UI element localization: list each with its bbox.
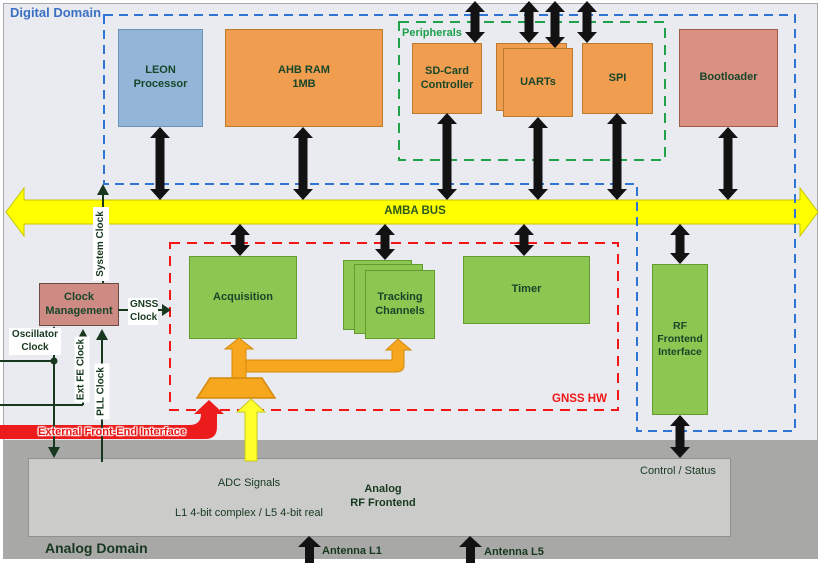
amba-bus-arrow [5,186,819,238]
antenna-l5-arrow [459,536,482,563]
clock-management-label: Clock Management [45,290,113,317]
adc-signals-arrow [235,398,267,462]
digital-domain-outline [103,14,796,432]
analog-domain-label: Analog Domain [45,540,148,556]
clock-management-block: Clock Management [39,283,119,326]
black-double-arrow [718,127,738,200]
tracking-channels-label: Tracking Channels [375,290,425,317]
black-double-arrow [528,117,548,200]
oscillator-clock-label: Oscillator Clock [9,328,61,355]
ext-fe-clock-label: Ext FE Clock [74,336,90,403]
black-double-arrow [150,127,170,200]
adc-signals-line1: ADC Signals [217,477,281,489]
digital-domain-label: Digital Domain [10,5,102,20]
rf-frontend-interface-label: RF Frontend Interface [657,319,703,359]
funnel-to-acquisition-arrow [223,337,255,379]
gnss-clock-label: GNSS Clock [128,298,158,325]
sd-card-controller-label: SD-Card Controller [420,64,474,91]
gnss-hw-group-outline [169,242,619,411]
antenna-l5-label: Antenna L5 [484,546,544,558]
timer-block: Timer [463,256,590,324]
black-double-arrow [465,1,485,43]
adc-signals-label: ADC Signals L1 4-bit complex / L5 4-bit … [129,461,369,521]
black-double-arrow [670,224,690,264]
black-double-arrow [437,113,457,200]
black-double-arrow [514,224,534,256]
oscillator-junction-dot [50,357,58,365]
sd-card-controller-block: SD-Card Controller [412,43,482,114]
acquisition-block: Acquisition [189,256,297,339]
bus-connection-arrows [150,1,738,458]
adc-signals-line2: L1 4-bit complex / L5 4-bit real [175,507,323,519]
peripherals-label: Peripherals [402,27,462,39]
antenna-l1-label: Antenna L1 [322,545,382,557]
black-double-arrow [375,224,395,260]
funnel-to-tracking-arrow [245,338,413,373]
leon-processor-block: LEON Processor [118,29,203,127]
analog-rf-frontend-label: Analog RF Frontend [350,483,416,509]
black-double-arrow [230,224,250,256]
black-double-arrow [293,127,313,200]
timer-label: Timer [511,283,542,296]
uarts-block: UARTs [503,48,573,117]
analog-rf-frontend-box [28,458,731,537]
leon-processor-label: LEON Processor [133,64,188,90]
gnss-hw-label: GNSS HW [552,393,607,405]
amba-bus-label: AMBA BUS [384,205,446,217]
black-double-arrow [519,1,539,43]
antenna-l1-arrow [298,536,321,563]
black-double-arrow [607,113,627,200]
spi-block: SPI [582,43,653,114]
external-front-end-interface-label: External Front-End Interface [38,426,186,438]
system-clock-label: System Clock [93,207,109,281]
tracking-channels-block: Tracking Channels [365,270,435,339]
black-double-arrow [670,415,690,458]
external-front-end-interface-arrow [0,400,224,439]
uarts-label: UARTs [520,75,556,88]
bootloader-label: Bootloader [699,71,758,84]
control-status-label: Control / Status [640,465,716,477]
ahb-ram-label: AHB RAM 1MB [278,64,330,90]
signal-funnel [195,377,277,399]
acquisition-label: Acquisition [213,290,273,303]
ahb-ram-block: AHB RAM 1MB [225,29,383,127]
bootloader-block: Bootloader [679,29,778,127]
peripherals-group-outline [398,21,666,161]
rf-frontend-interface-block: RF Frontend Interface [652,264,708,415]
pll-clock-label: PLL Clock [94,363,110,420]
spi-label: SPI [608,71,627,84]
black-double-arrow [545,1,565,48]
black-double-arrow [577,1,597,43]
